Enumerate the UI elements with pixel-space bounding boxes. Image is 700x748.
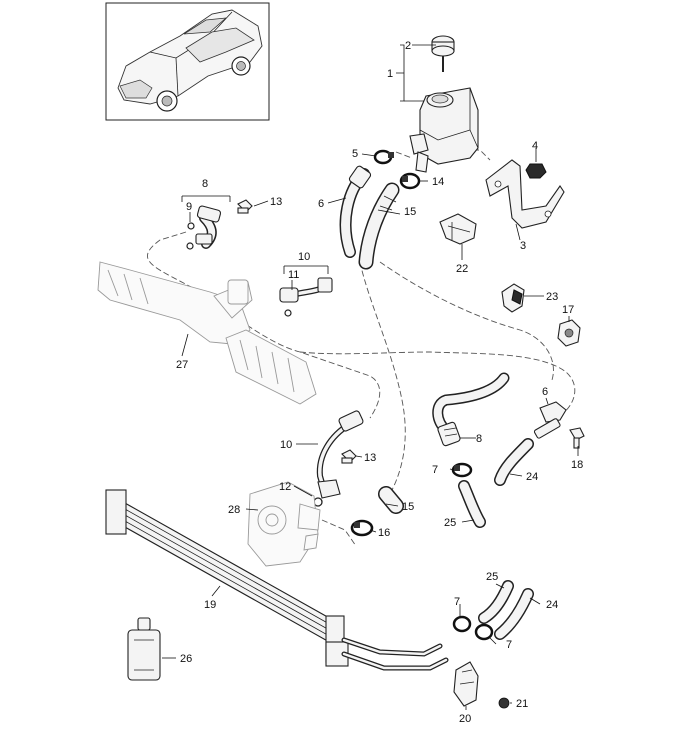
callout-16: 16 xyxy=(378,527,390,539)
hose-clamp xyxy=(350,519,374,537)
pressure-line-upper xyxy=(279,277,333,317)
callout-9: 9 xyxy=(186,201,192,213)
callout-18: 18 xyxy=(571,459,583,471)
callout-1: 1 xyxy=(387,68,393,80)
callout-10a: 10 xyxy=(298,251,310,263)
pressure-line-fitting xyxy=(186,205,222,250)
hose-section xyxy=(378,486,404,514)
return-hose-middle xyxy=(432,372,510,447)
hose-clamp xyxy=(452,615,472,633)
reservoir-bracket xyxy=(485,159,565,229)
callout-24b: 24 xyxy=(546,599,558,611)
steering-rack xyxy=(97,261,317,405)
callout-20: 20 xyxy=(459,713,471,725)
callout-21: 21 xyxy=(516,698,528,710)
callout-7a: 7 xyxy=(432,464,438,476)
banjo-bolt xyxy=(341,449,357,464)
routing-dashed-lines xyxy=(147,149,576,547)
callout-11: 11 xyxy=(288,269,299,281)
reservoir-cap xyxy=(431,35,455,72)
callout-13b: 13 xyxy=(364,452,376,464)
callout-8b: 8 xyxy=(476,433,482,445)
collar-nut xyxy=(557,319,581,347)
hose-clamp xyxy=(373,149,394,165)
angle-fitting xyxy=(533,401,567,439)
callout-10b: 10 xyxy=(280,439,292,451)
callout-24a: 24 xyxy=(526,471,538,483)
callout-23: 23 xyxy=(546,291,558,303)
callout-26: 26 xyxy=(180,653,192,665)
vehicle-thumbnail xyxy=(105,2,270,121)
callout-6a: 6 xyxy=(318,198,324,210)
callout-28: 28 xyxy=(228,504,240,516)
hex-nut xyxy=(525,163,547,179)
cooler-hose-24 xyxy=(494,438,534,486)
callout-labels: 1 2 3 4 5 6 6 7 7 7 8 8 9 10 10 11 12 13… xyxy=(176,40,583,725)
callout-15b: 15 xyxy=(402,501,414,513)
callout-8a: 8 xyxy=(202,178,208,190)
callout-27: 27 xyxy=(176,359,188,371)
callout-2: 2 xyxy=(405,40,411,52)
hose-clamp xyxy=(399,172,421,190)
callout-7c: 7 xyxy=(506,639,512,651)
line-bracket xyxy=(453,661,479,707)
hose-clip xyxy=(439,213,477,245)
callout-13a: 13 xyxy=(270,196,282,208)
cooler-hose-lower-24 xyxy=(494,588,534,640)
callout-3: 3 xyxy=(520,240,526,252)
callout-25a: 25 xyxy=(444,517,456,529)
callout-12: 12 xyxy=(279,481,291,493)
callout-5: 5 xyxy=(352,148,358,160)
fluid-reservoir xyxy=(409,87,479,173)
screw xyxy=(569,427,585,449)
leader-lines xyxy=(162,44,579,710)
hose-clamp xyxy=(451,462,473,478)
callout-22: 22 xyxy=(456,263,468,275)
callout-19: 19 xyxy=(204,599,216,611)
oil-cooler xyxy=(105,489,449,671)
suction-hose xyxy=(358,182,400,270)
hose-clamp xyxy=(474,623,494,641)
return-hose xyxy=(339,165,372,258)
callout-25b: 25 xyxy=(486,571,498,583)
power-steering-pump xyxy=(247,481,321,567)
pressure-line-lower xyxy=(316,410,364,499)
callout-6b: 6 xyxy=(542,386,548,398)
callout-14: 14 xyxy=(432,176,444,188)
cooler-hose-lower-25 xyxy=(478,580,514,624)
screw xyxy=(498,697,510,709)
callout-15a: 15 xyxy=(404,206,416,218)
banjo-bolt xyxy=(237,199,253,214)
callout-4: 4 xyxy=(532,140,538,152)
mounting-clip xyxy=(501,283,525,313)
callout-17: 17 xyxy=(562,304,574,316)
cooler-hose-25 xyxy=(458,480,486,528)
fluid-bottle xyxy=(127,617,161,681)
callout-7b: 7 xyxy=(454,596,460,608)
